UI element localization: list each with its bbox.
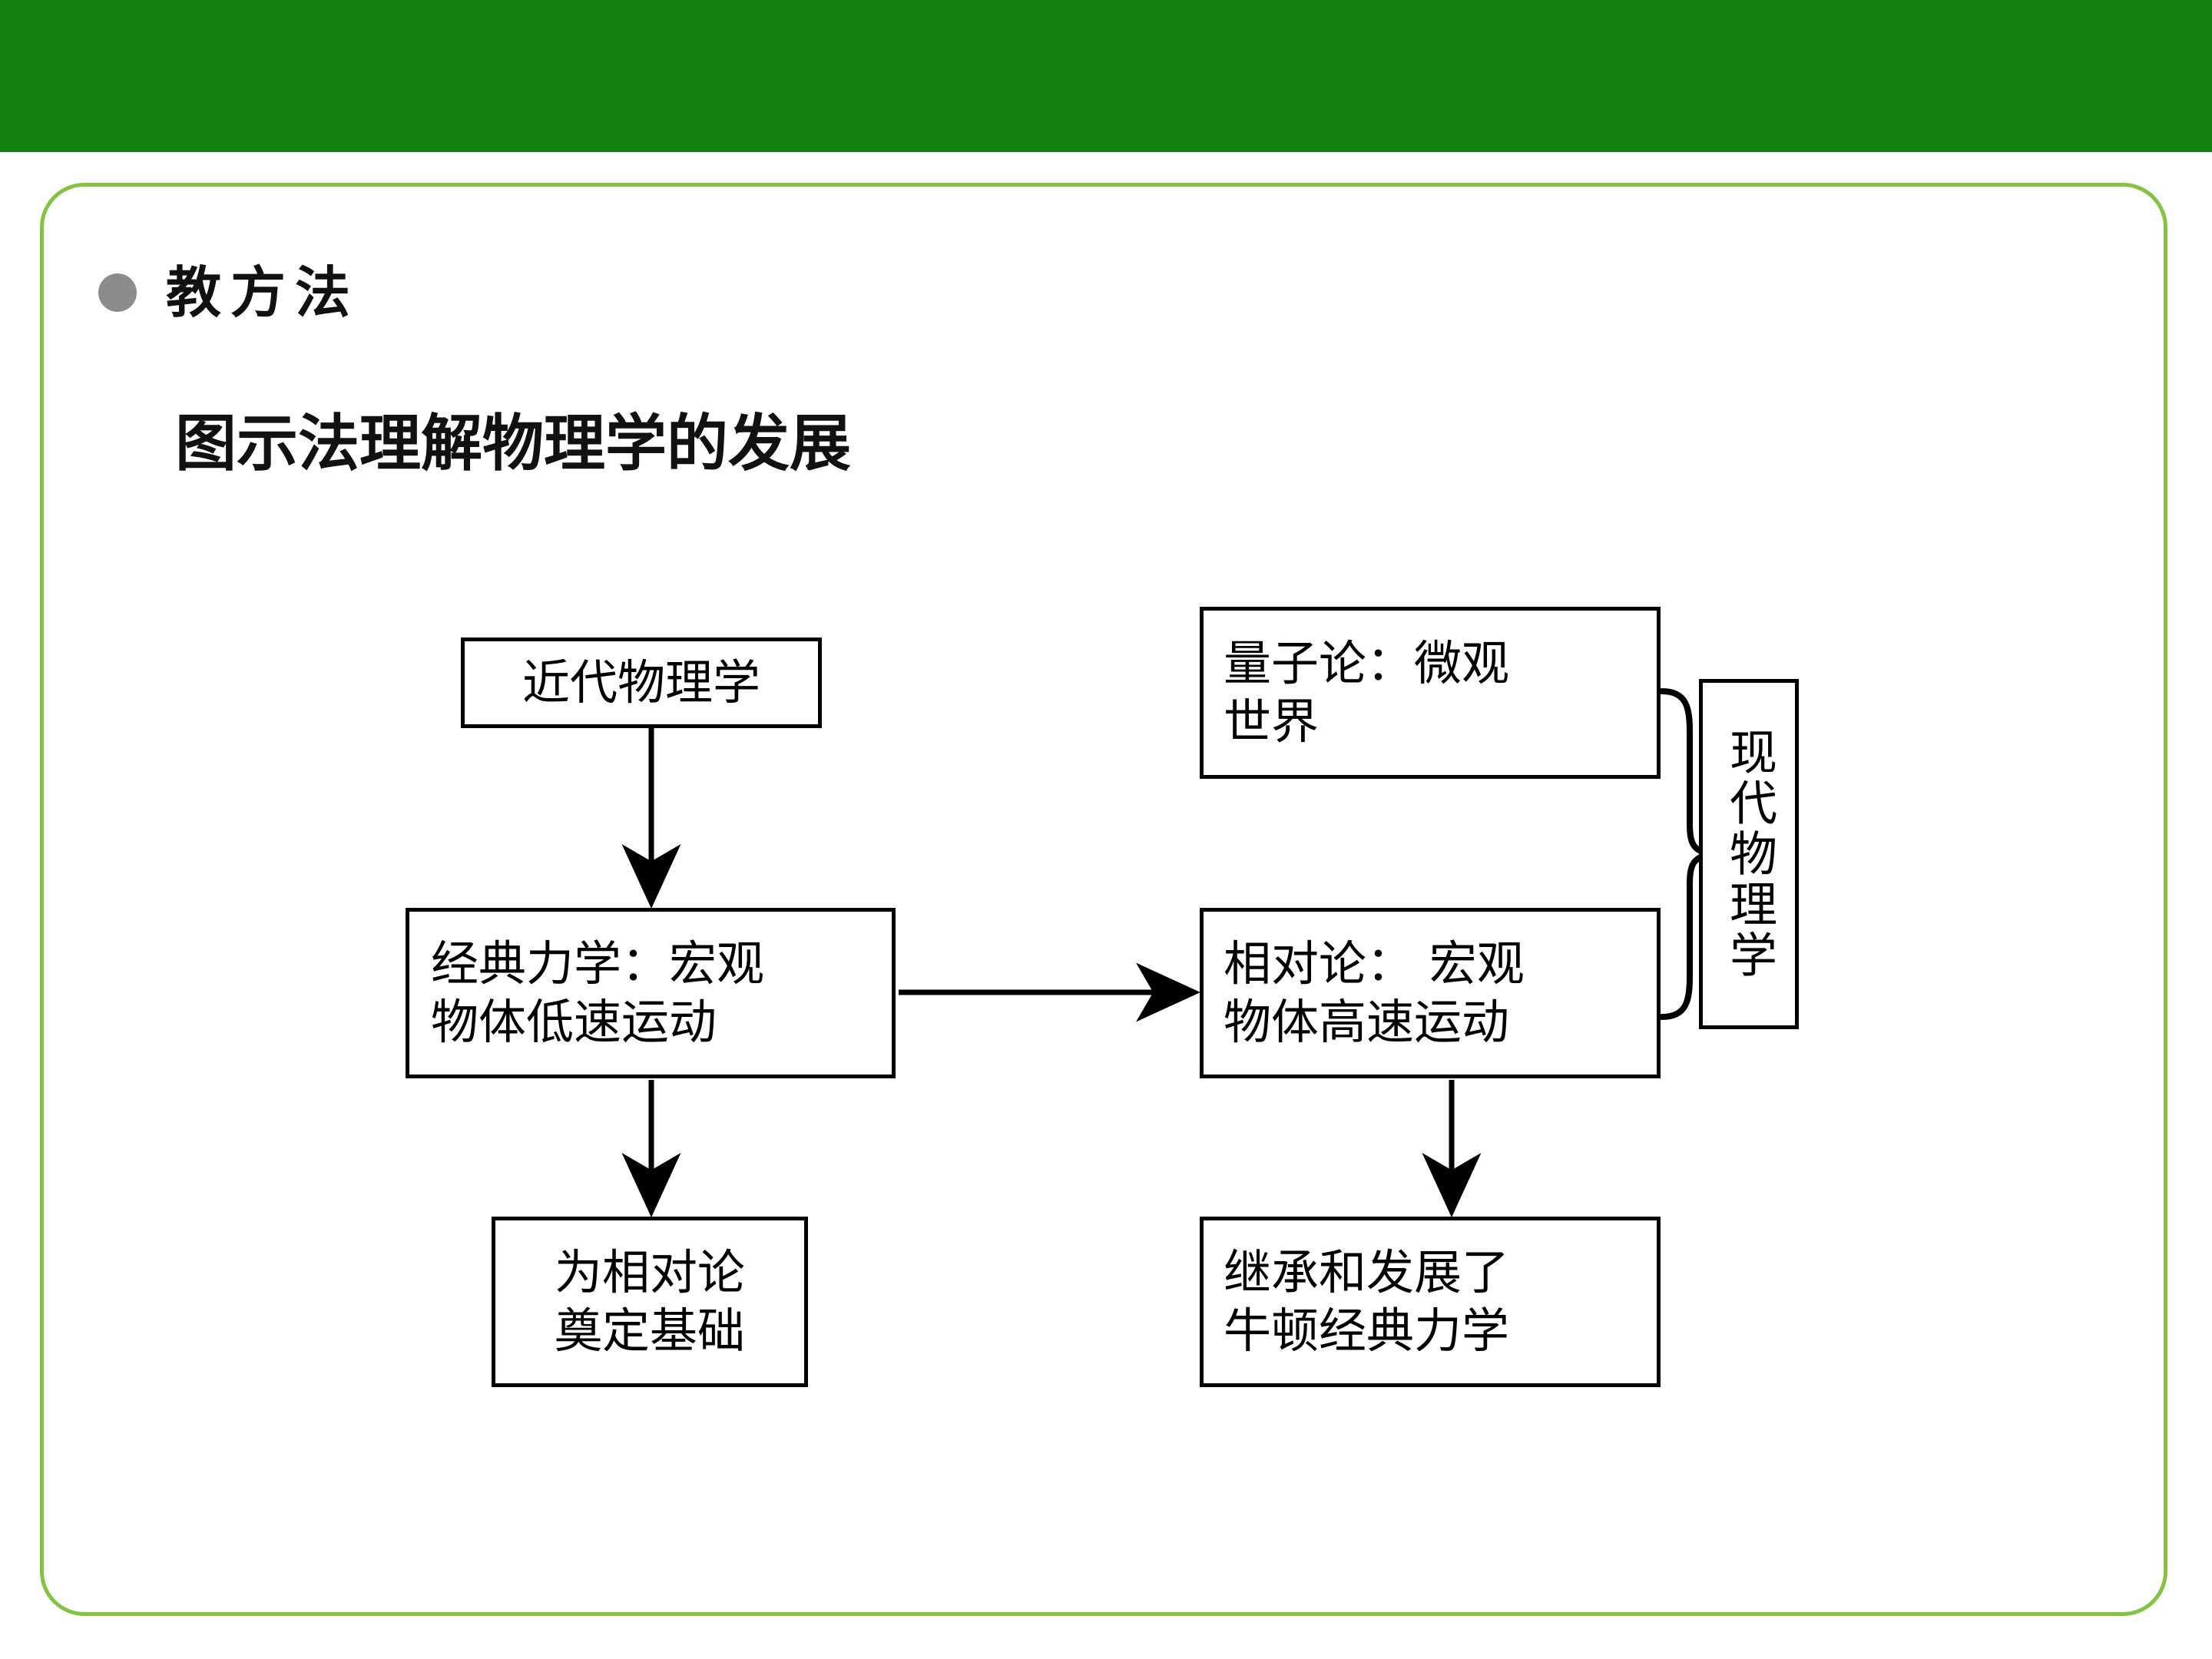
node-line: 现代物理学 <box>1721 727 1777 981</box>
diagram-node-inherit-newton[interactable]: 继承和发展了 牛顿经典力学 <box>1200 1217 1661 1387</box>
diagram-node-relativity[interactable]: 相对论： 宏观 物体高速运动 <box>1200 908 1661 1078</box>
bullet-heading: 教方法 <box>98 265 359 320</box>
node-line: 为相对论 <box>554 1244 745 1301</box>
diagram-node-contemporary-physics[interactable]: 现代物理学 <box>1699 679 1799 1029</box>
page-title: 图示法理解物理学的发展 <box>175 408 851 479</box>
node-line: 物体低速运动 <box>431 994 717 1050</box>
diagram-node-classical-mechanics[interactable]: 经典力学：宏观 物体低速运动 <box>406 908 896 1078</box>
node-line: 量子论：微观 <box>1224 635 1510 692</box>
node-line: 物体高速运动 <box>1224 994 1510 1050</box>
node-line: 奠定基础 <box>554 1303 745 1359</box>
bullet-heading-label: 教方法 <box>166 260 360 325</box>
node-line: 牛顿经典力学 <box>1224 1303 1510 1359</box>
node-line: 经典力学：宏观 <box>431 935 765 992</box>
content-frame <box>40 183 2167 1616</box>
node-line: 近代物理学 <box>522 654 760 711</box>
diagram-node-relativity-basis[interactable]: 为相对论 奠定基础 <box>492 1217 808 1387</box>
diagram-node-modern-physics[interactable]: 近代物理学 <box>461 637 822 728</box>
node-line: 继承和发展了 <box>1224 1244 1510 1301</box>
diagram-node-quantum-theory[interactable]: 量子论：微观 世界 <box>1200 607 1661 779</box>
bullet-dot-icon <box>98 273 137 312</box>
node-line: 相对论： 宏观 <box>1224 935 1525 992</box>
header-band <box>0 0 2212 152</box>
node-line: 世界 <box>1224 694 1320 750</box>
